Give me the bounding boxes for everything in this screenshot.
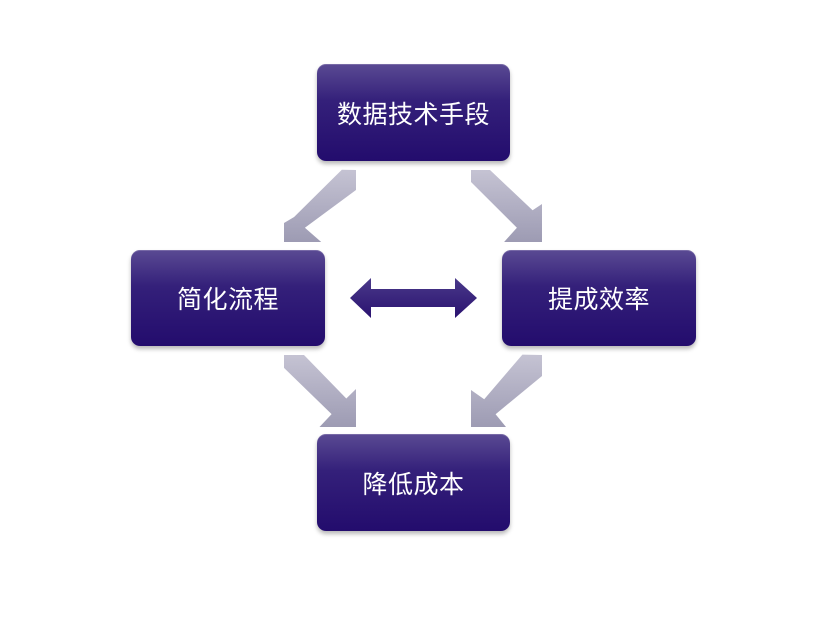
arrow-bottom-right: [471, 354, 542, 427]
node-data-technology: 数据技术手段: [317, 64, 510, 161]
node-simplify-process: 简化流程: [131, 250, 325, 346]
arrow-bottom-left: [284, 355, 356, 427]
node-reduce-cost: 降低成本: [317, 434, 510, 531]
arrow-top-right: [471, 170, 542, 242]
arrow-top-left: [284, 169, 356, 242]
arrow-center-bidirectional: [350, 278, 477, 318]
node-improve-efficiency: 提成效率: [502, 250, 696, 346]
